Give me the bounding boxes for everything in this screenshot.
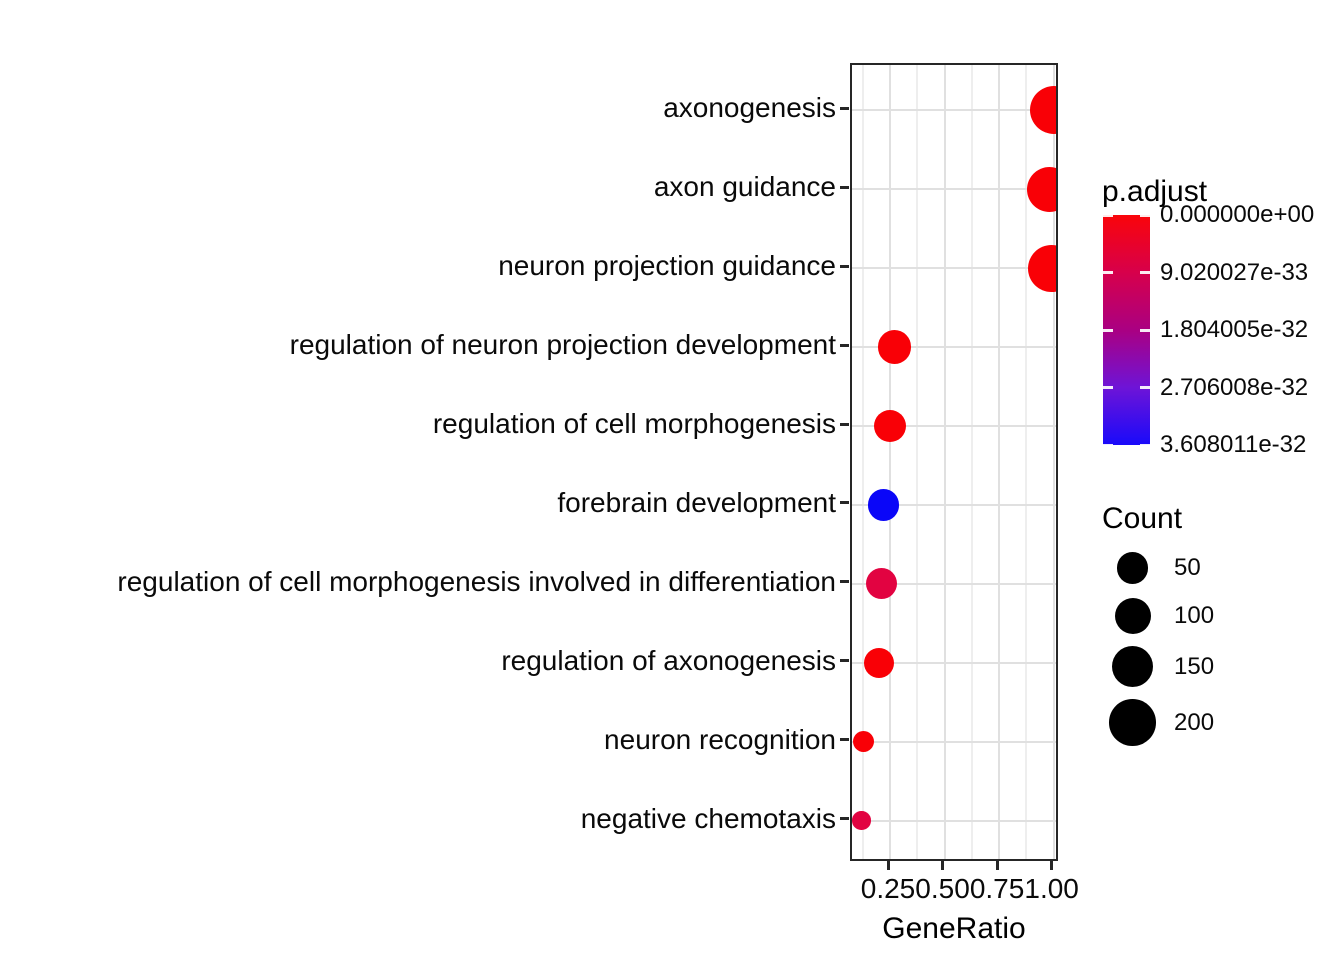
data-point bbox=[1029, 86, 1056, 135]
y-axis-category-label: regulation of neuron projection developm… bbox=[289, 329, 836, 361]
y-axis-tick bbox=[840, 738, 849, 742]
size-legend-value-label: 200 bbox=[1174, 708, 1215, 736]
gridline-major-horizontal bbox=[852, 346, 1056, 349]
data-point bbox=[1026, 166, 1056, 212]
data-point bbox=[877, 330, 912, 364]
gridline-major-horizontal bbox=[852, 109, 1056, 112]
gridline-major-vertical bbox=[998, 65, 1001, 859]
size-legend-value-label: 150 bbox=[1174, 652, 1215, 680]
y-axis-category-label: regulation of cell morphogenesis bbox=[432, 408, 836, 440]
plot-panel bbox=[850, 63, 1058, 861]
data-point bbox=[863, 647, 895, 678]
colorbar-tick bbox=[1103, 328, 1113, 332]
gridline-major-horizontal bbox=[852, 819, 1056, 822]
y-axis-tick bbox=[840, 106, 849, 110]
colorbar-value-label: 0.000000e+00 bbox=[1160, 201, 1315, 228]
size-legend-dot bbox=[1116, 552, 1149, 584]
y-axis-tick bbox=[840, 817, 849, 821]
y-axis-category-label: neuron recognition bbox=[604, 723, 836, 755]
size-legend-value-label: 100 bbox=[1174, 601, 1215, 629]
color-legend-title: p.adjust bbox=[1102, 175, 1208, 208]
colorbar-tick bbox=[1103, 386, 1113, 389]
data-point bbox=[867, 489, 900, 521]
y-axis-category-label: axon guidance bbox=[653, 171, 836, 203]
x-axis-tick bbox=[941, 861, 945, 870]
y-axis-category-label: neuron projection guidance bbox=[498, 250, 836, 282]
x-axis-tick-label: 0.50 bbox=[915, 873, 970, 904]
colorbar-tick bbox=[1140, 328, 1150, 332]
data-point bbox=[853, 731, 875, 753]
y-axis-tick bbox=[840, 501, 849, 505]
colorbar-tick bbox=[1103, 213, 1113, 217]
x-axis-title: GeneRatio bbox=[882, 912, 1026, 945]
x-axis-tick bbox=[995, 861, 999, 870]
y-axis-category-label: regulation of cell morphogenesis involve… bbox=[117, 565, 836, 597]
colorbar-value-label: 3.608011e-32 bbox=[1160, 431, 1307, 458]
gridline-major-horizontal bbox=[852, 188, 1056, 191]
y-axis-category-label: negative chemotaxis bbox=[580, 802, 836, 834]
y-axis-category-label: regulation of axonogenesis bbox=[501, 644, 836, 676]
gridline-major-vertical bbox=[943, 65, 946, 859]
y-axis-category-label: forebrain development bbox=[557, 486, 836, 518]
colorbar-tick bbox=[1140, 386, 1150, 389]
y-axis-category-label: axonogenesis bbox=[663, 92, 836, 124]
colorbar-tick bbox=[1140, 271, 1150, 274]
data-point bbox=[865, 568, 897, 600]
colorbar-value-label: 1.804005e-32 bbox=[1160, 316, 1309, 343]
gridline-minor-vertical bbox=[861, 65, 864, 859]
size-legend-title: Count bbox=[1102, 502, 1183, 535]
gridline-major-vertical bbox=[1052, 65, 1055, 859]
gridline-major-vertical bbox=[889, 65, 891, 859]
colorbar-value-label: 9.020027e-33 bbox=[1160, 258, 1309, 286]
colorbar-tick bbox=[1103, 271, 1113, 274]
size-legend-dot bbox=[1114, 597, 1151, 634]
colorbar-tick bbox=[1140, 443, 1150, 447]
size-legend-dot bbox=[1109, 699, 1156, 746]
gridline-major-horizontal bbox=[852, 425, 1056, 428]
gridline-major-horizontal bbox=[852, 503, 1056, 506]
x-axis-tick-label: 1.00 bbox=[1024, 873, 1079, 904]
gridline-major-horizontal bbox=[852, 661, 1056, 664]
x-axis-tick bbox=[1050, 861, 1054, 870]
gridline-major-horizontal bbox=[852, 740, 1056, 743]
gridline-minor-vertical bbox=[1025, 65, 1028, 859]
y-axis-tick bbox=[840, 343, 849, 347]
y-axis-tick bbox=[840, 659, 849, 663]
y-axis-tick bbox=[840, 185, 849, 189]
gridline-major-horizontal bbox=[852, 582, 1056, 585]
x-axis-tick-label: 0.75 bbox=[969, 873, 1025, 904]
data-point bbox=[1027, 244, 1056, 292]
gridline-major-horizontal bbox=[852, 267, 1056, 270]
data-point bbox=[852, 811, 871, 830]
y-axis-tick bbox=[840, 422, 849, 426]
y-axis-tick bbox=[840, 580, 849, 584]
x-axis-tick bbox=[886, 861, 890, 870]
y-axis-tick bbox=[840, 264, 849, 268]
size-legend-value-label: 50 bbox=[1174, 554, 1201, 581]
colorbar-tick bbox=[1140, 213, 1150, 217]
x-axis-tick-label: 0.25 bbox=[860, 873, 916, 904]
colorbar-value-label: 2.706008e-32 bbox=[1160, 373, 1309, 401]
gridline-minor-vertical bbox=[970, 65, 973, 859]
gridline-minor-vertical bbox=[916, 65, 919, 859]
size-legend-dot bbox=[1111, 645, 1154, 688]
colorbar-tick bbox=[1103, 443, 1113, 447]
data-point bbox=[873, 409, 907, 443]
